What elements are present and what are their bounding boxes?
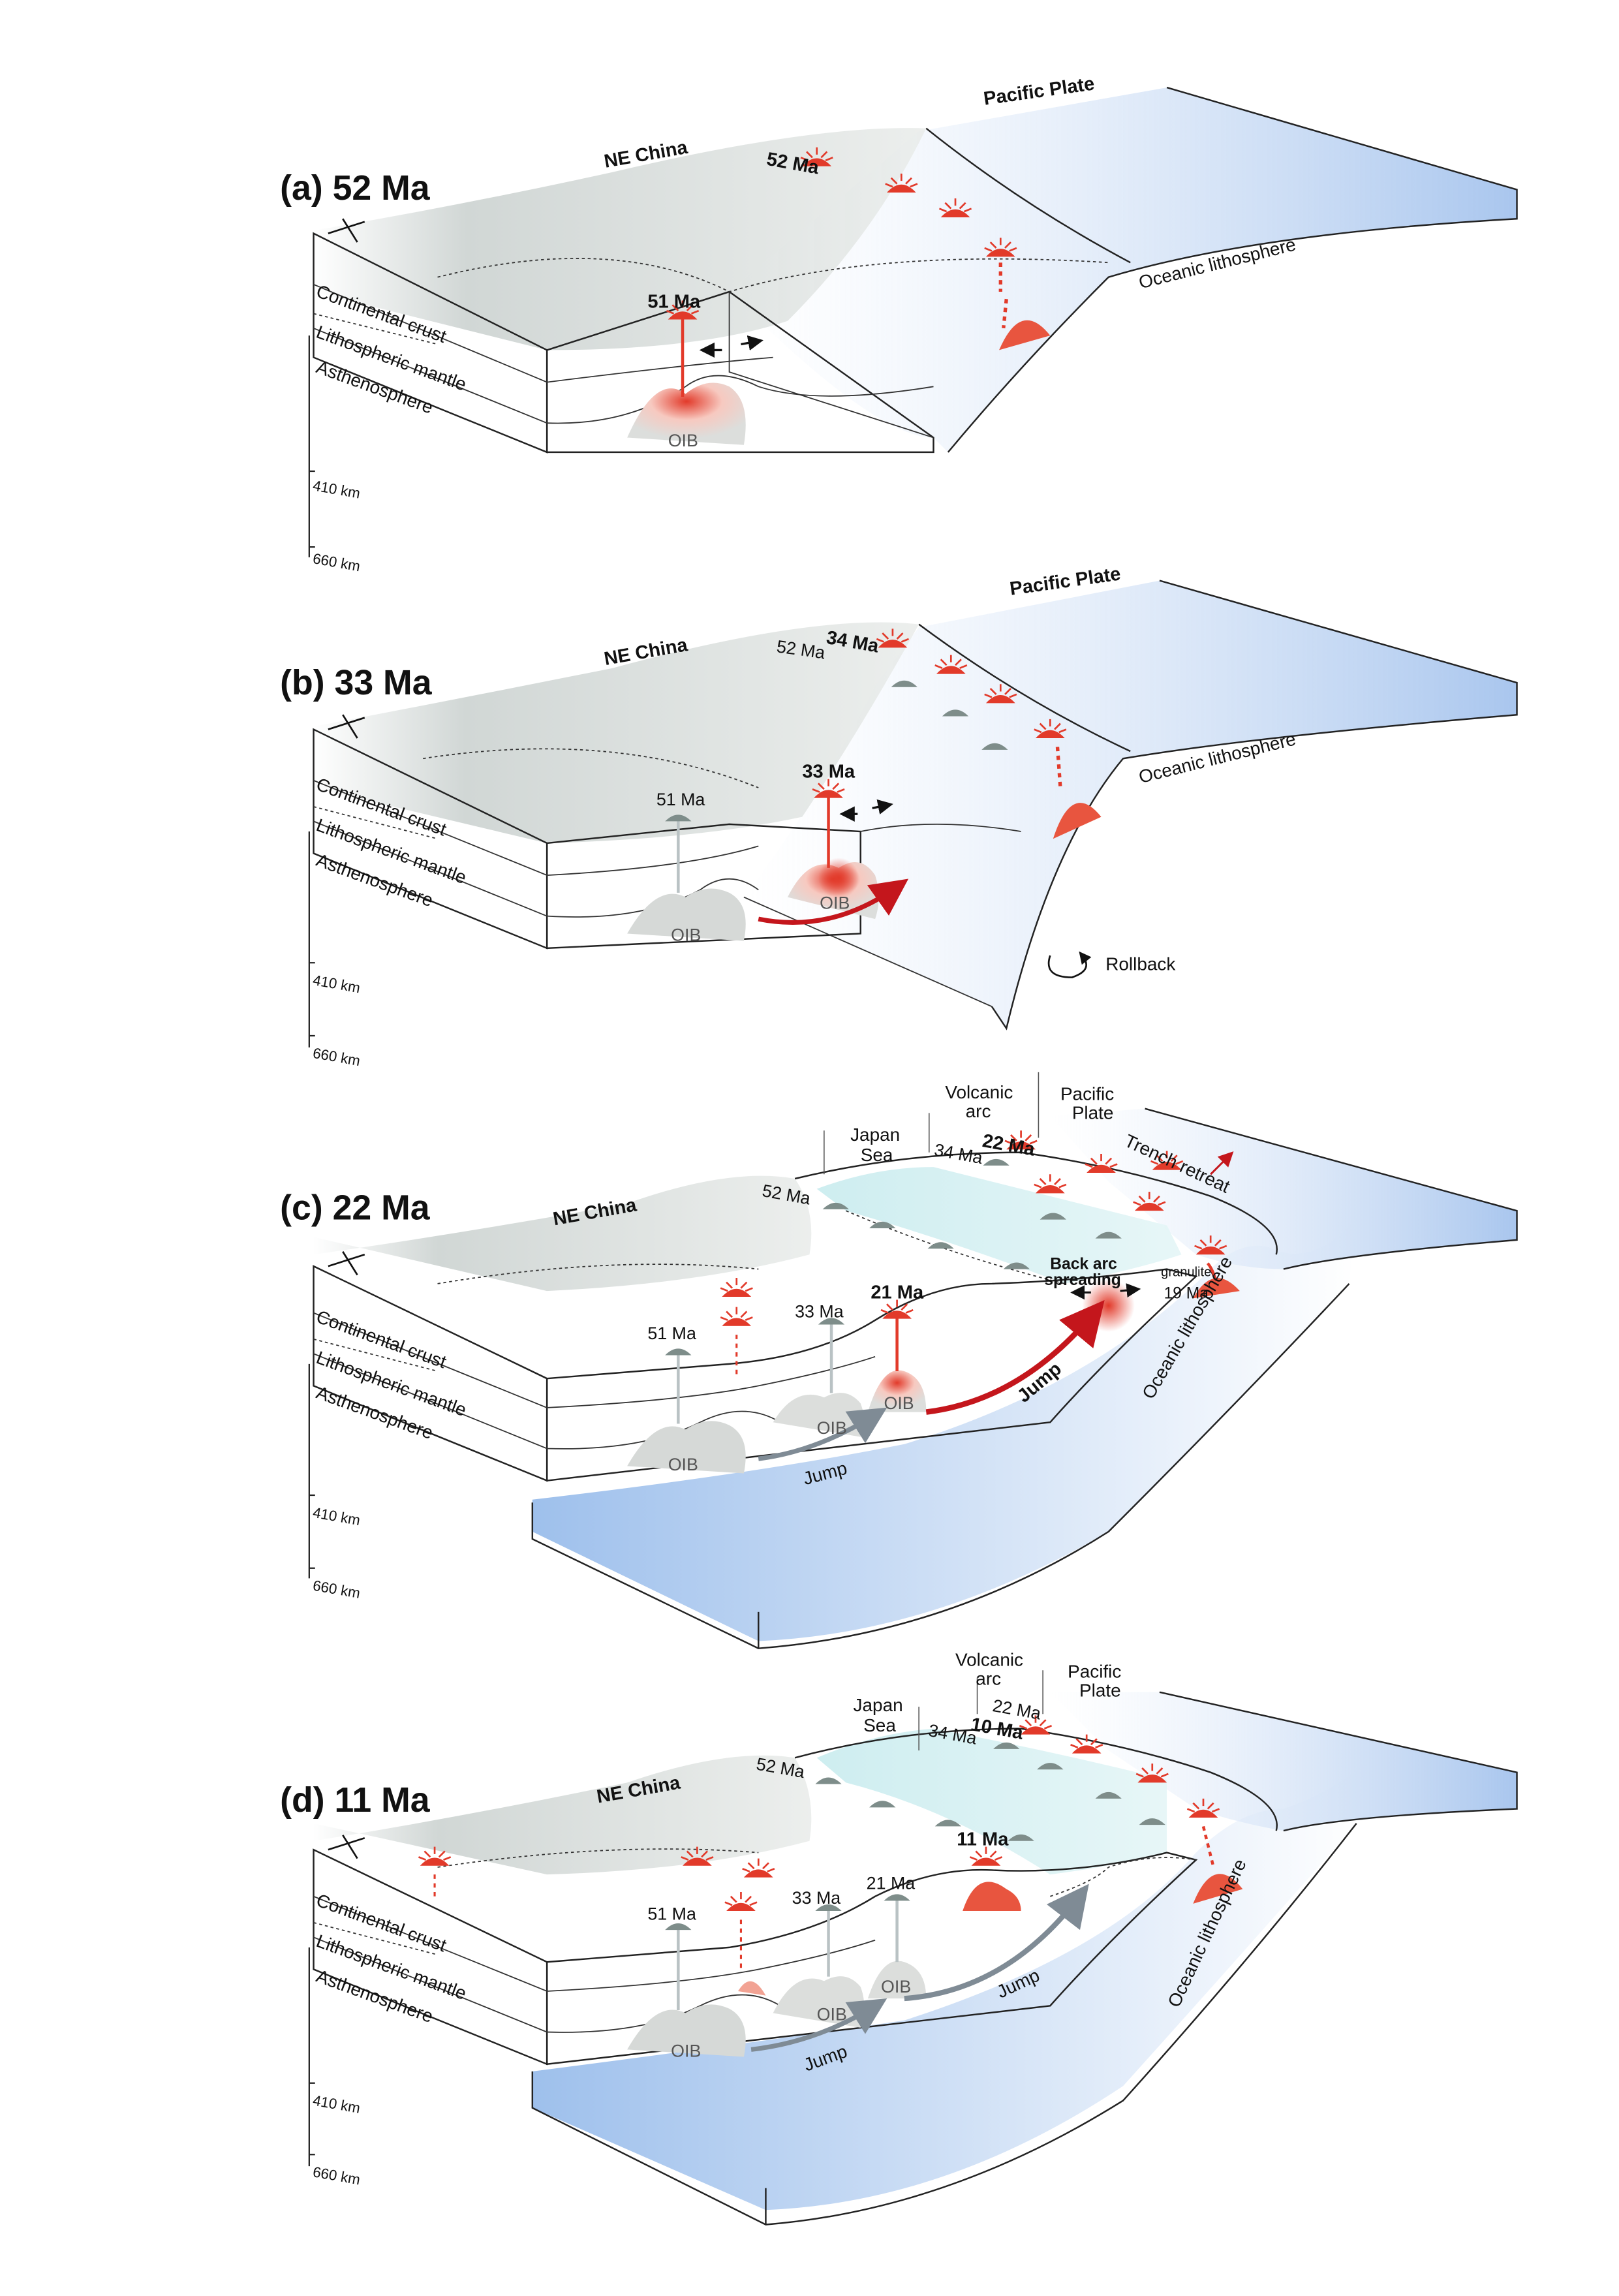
- panel-title: (b) 33 Ma: [280, 663, 433, 702]
- age-label: 21 Ma: [867, 1874, 916, 1893]
- jump-arrow: [758, 1407, 887, 1461]
- oib-label: OIB: [668, 431, 698, 450]
- slab-surface: [532, 1218, 1357, 1641]
- age-label: 51 Ma: [656, 790, 705, 809]
- depth-410-label: 410 km: [311, 2092, 362, 2117]
- pacific-label-line2: Plate: [1079, 1680, 1121, 1700]
- age-label: 51 Ma: [647, 292, 701, 313]
- japan-sea-label-line1: Japan: [854, 1695, 903, 1715]
- oib-label: OIB: [820, 893, 850, 912]
- oib-label: OIB: [881, 1977, 911, 1996]
- age-label: 34 Ma: [933, 1140, 984, 1168]
- depth-660-label: 660 km: [311, 550, 362, 574]
- oib-label: OIB: [671, 925, 701, 945]
- depth-660-label: 660 km: [311, 1045, 362, 1069]
- north-arrow-icon: [328, 714, 365, 739]
- north-arrow-icon: [328, 1835, 365, 1859]
- panel-title: (c) 22 Ma: [280, 1188, 431, 1228]
- pacific-label-line1: Pacific: [1068, 1661, 1121, 1681]
- depth-410-label: 410 km: [311, 477, 362, 501]
- volcanic-arc-label-line2: arc: [966, 1101, 991, 1121]
- oib-mound: [627, 382, 746, 445]
- japan-sea-label-line2: Sea: [861, 1145, 893, 1165]
- oib-label: OIB: [817, 2005, 847, 2025]
- panel-a: (a) 52 Ma NE China Pacific Plate Oceanic…: [280, 73, 1518, 574]
- depth-410-label: 410 km: [311, 972, 362, 996]
- migration-arrow: [758, 878, 909, 925]
- oib-label: OIB: [884, 1393, 914, 1413]
- jump-arrow: [925, 1300, 1105, 1415]
- rollback-arrow: [1047, 951, 1092, 978]
- panel-d: (d) 11 Ma NE China Japan Sea Volcanic ar…: [280, 1650, 1518, 2226]
- panel-b: (b) 33 Ma NE China Pacific Plate Oceanic…: [280, 563, 1518, 1069]
- back-arc-label-line1: Back arc: [1050, 1256, 1117, 1273]
- north-arrow-icon: [328, 1251, 365, 1276]
- age-label: 11 Ma: [957, 1829, 1009, 1850]
- japan-sea-label-line2: Sea: [863, 1715, 896, 1735]
- age-label: 22 Ma: [981, 1130, 1037, 1160]
- arc-magma: [999, 320, 1051, 350]
- rollback-label: Rollback: [1105, 954, 1175, 974]
- japan-sea: [816, 1167, 1182, 1284]
- depth-410-label: 410 km: [311, 1504, 362, 1528]
- pacific-label-line1: Pacific: [1060, 1083, 1114, 1104]
- granulite-label: granulite: [1161, 1265, 1211, 1280]
- volcanic-arc-label-line1: Volcanic: [955, 1650, 1023, 1670]
- panel-c: (c) 22 Ma NE China Japan Sea Volcanic ar…: [280, 1072, 1518, 1649]
- age-label: 33 Ma: [792, 1888, 841, 1908]
- oib-label: OIB: [671, 2041, 701, 2061]
- depth-660-label: 660 km: [311, 1577, 362, 1602]
- age-label: 21 Ma: [871, 1282, 924, 1303]
- age-label: 33 Ma: [802, 761, 856, 782]
- back-arc-label-line2: spreading: [1044, 1271, 1120, 1289]
- age-label: 19 Ma: [1164, 1284, 1209, 1302]
- depth-660-label: 660 km: [311, 2164, 362, 2188]
- pacific-label-line2: Plate: [1072, 1102, 1114, 1123]
- oib-label: OIB: [817, 1418, 847, 1438]
- volcanic-arc-label-line2: arc: [976, 1669, 1001, 1689]
- block-front-face: [546, 290, 934, 454]
- panel-title: (d) 11 Ma: [280, 1780, 431, 1820]
- panel-title: (a) 52 Ma: [280, 168, 431, 208]
- continent-surface: [313, 622, 919, 843]
- age-label: 33 Ma: [795, 1301, 844, 1321]
- japan-sea-label-line1: Japan: [850, 1125, 900, 1145]
- oib-label: OIB: [668, 1455, 698, 1474]
- ocean-surface: [729, 87, 1517, 452]
- continent-surface: [313, 128, 927, 350]
- age-label: 51 Ma: [647, 1324, 696, 1343]
- volcanic-arc-label-line1: Volcanic: [945, 1082, 1013, 1102]
- age-label: 51 Ma: [647, 1904, 696, 1923]
- north-arrow-icon: [328, 218, 365, 243]
- ocean-surface: [743, 580, 1517, 1029]
